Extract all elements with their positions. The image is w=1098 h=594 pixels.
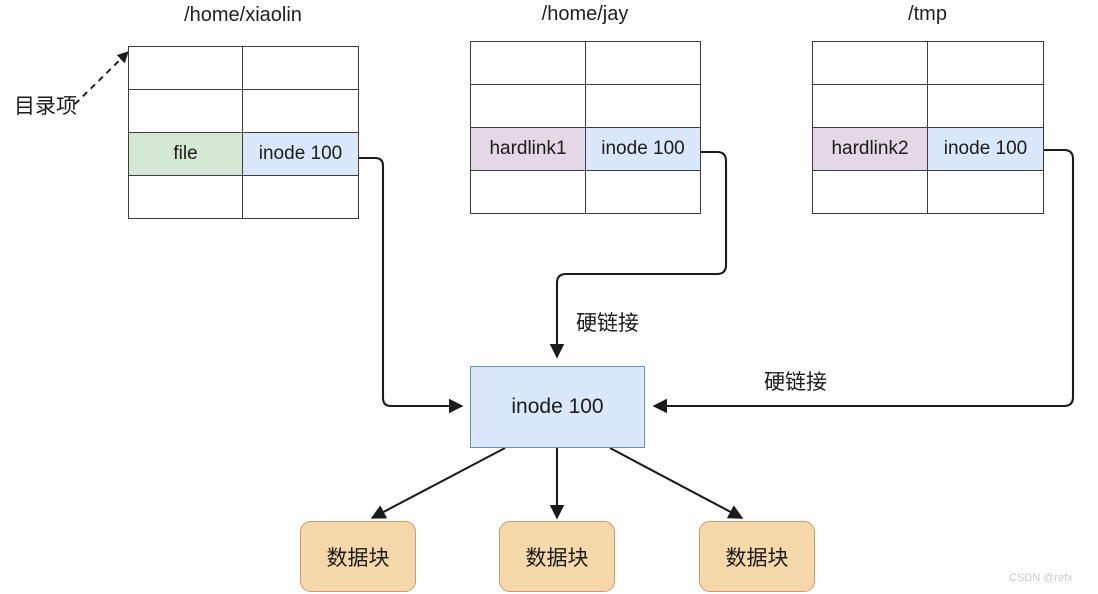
inode-cell — [585, 84, 701, 128]
table-title-home-jay: /home/jay — [541, 3, 629, 25]
table-row — [128, 46, 359, 90]
inode-cell — [242, 175, 359, 219]
table-title-home-xiaolin: /home/xiaolin — [184, 4, 302, 26]
table-title-tmp: /tmp — [908, 3, 947, 25]
table-row — [470, 170, 701, 214]
table-row — [812, 84, 1044, 128]
table-row-highlighted: hardlink1 inode 100 — [470, 127, 701, 171]
table-row — [128, 175, 359, 219]
directory-table-tmp: hardlink2 inode 100 — [812, 41, 1044, 214]
data-block-1: 数据块 — [300, 521, 416, 592]
directory-entry-label: 目录项 — [14, 94, 77, 118]
inode-cell-100: inode 100 — [585, 127, 701, 171]
table-row-highlighted: hardlink2 inode 100 — [812, 127, 1044, 171]
directory-table-home-jay: hardlink1 inode 100 — [470, 41, 701, 214]
inode-cell — [585, 41, 701, 85]
edge-xiaolin-to-inode — [358, 156, 464, 414]
table-row — [470, 84, 701, 128]
directory-table-home-xiaolin: file inode 100 — [128, 46, 359, 219]
name-cell-file: file — [128, 132, 243, 176]
directory-entry-pointer — [74, 51, 129, 105]
watermark: CSDN @refx — [1009, 572, 1073, 584]
name-cell-hardlink1: hardlink1 — [470, 127, 586, 171]
name-cell — [470, 41, 586, 85]
edge-label-hardlink-middle: 硬链接 — [576, 311, 639, 335]
inode-cell-100: inode 100 — [242, 132, 359, 176]
table-row — [128, 89, 359, 133]
name-cell — [128, 89, 243, 133]
name-cell — [470, 84, 586, 128]
name-cell — [128, 175, 243, 219]
table-row — [812, 170, 1044, 214]
name-cell — [470, 170, 586, 214]
name-cell-hardlink2: hardlink2 — [812, 127, 928, 171]
name-cell — [812, 41, 928, 85]
inode-cell — [585, 170, 701, 214]
inode-cell-100: inode 100 — [927, 127, 1044, 171]
inode-cell — [927, 41, 1044, 85]
data-block-3: 数据块 — [699, 521, 815, 592]
table-row — [470, 41, 701, 85]
data-block-2: 数据块 — [499, 521, 615, 592]
table-row-highlighted: file inode 100 — [128, 132, 359, 176]
name-cell — [812, 170, 928, 214]
inode-node: inode 100 — [470, 366, 645, 448]
table-row — [812, 41, 1044, 85]
inode-cell — [927, 170, 1044, 214]
inode-cell — [242, 46, 359, 90]
edge-inode-to-datablock-1 — [370, 447, 506, 519]
inode-cell — [927, 84, 1044, 128]
edge-inode-to-datablock-3 — [609, 447, 744, 519]
inode-cell — [242, 89, 359, 133]
edge-label-hardlink-right: 硬链接 — [764, 370, 827, 394]
name-cell — [128, 46, 243, 90]
name-cell — [812, 84, 928, 128]
